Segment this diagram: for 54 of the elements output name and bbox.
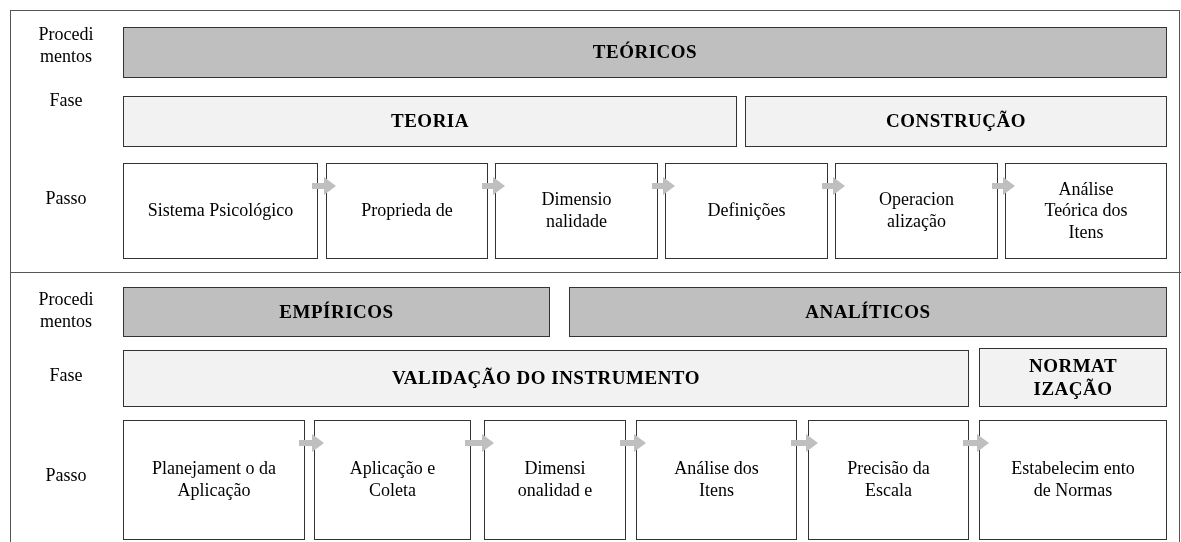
node-text: Aplicação e Coleta: [348, 458, 437, 502]
step-box: [1005, 163, 1167, 259]
step-box: [326, 163, 488, 259]
node-text: Definições: [707, 200, 786, 222]
node-text: EMPÍRICOS: [279, 300, 394, 324]
arrow: [620, 434, 646, 452]
phase-bar: [745, 96, 1167, 147]
node-text: ANALÍTICOS: [805, 300, 931, 324]
arrow: [299, 434, 324, 452]
step-box: [665, 163, 828, 259]
step-box: [636, 420, 797, 540]
node-text: Operacion alização: [878, 189, 955, 233]
phase-bar: [123, 96, 737, 147]
step-box: [808, 420, 969, 540]
row-label: Fase: [48, 90, 84, 112]
node-text: Análise dos Itens: [673, 458, 760, 502]
arrow: [482, 177, 505, 195]
arrow: [992, 177, 1015, 195]
node-text: Análise Teórica dos Itens: [1043, 178, 1129, 244]
arrow: [963, 434, 989, 452]
procedure-bar: [123, 27, 1167, 78]
phase-bar: [123, 350, 969, 407]
procedure-bar: [123, 287, 550, 337]
arrow: [312, 177, 336, 195]
node-text: Sistema Psicológico: [147, 200, 294, 222]
row-label: Procedi mentos: [37, 24, 95, 68]
phase-bar: [979, 348, 1167, 407]
arrow: [465, 434, 494, 452]
row-label: Procedi mentos: [37, 289, 95, 333]
node-text: Estabelecim ento de Normas: [1010, 458, 1136, 502]
row-label: Passo: [44, 188, 88, 210]
arrow: [652, 177, 675, 195]
node-text: TEORIA: [391, 110, 469, 133]
node-text: Planejament o da Aplicação: [151, 458, 277, 502]
node-text: Proprieda de: [361, 200, 453, 222]
step-box: [123, 163, 318, 259]
node-text: Precisão da Escala: [846, 458, 931, 502]
node-text: VALIDAÇÃO DO INSTRUMENTO: [392, 367, 700, 390]
step-box: [495, 163, 658, 259]
step-box: [835, 163, 998, 259]
step-box: [979, 420, 1167, 540]
arrow: [822, 177, 845, 195]
row-label: Fase: [48, 365, 84, 387]
node-text: Dimensio nalidade: [540, 189, 613, 233]
step-box: [484, 420, 626, 540]
node-text: Dimensi onalidad e: [516, 458, 594, 502]
step-box: [123, 420, 305, 540]
node-text: CONSTRUÇÃO: [885, 110, 1027, 133]
arrow: [791, 434, 818, 452]
procedure-bar: [569, 287, 1167, 337]
row-label: Passo: [44, 465, 88, 487]
step-box: [314, 420, 471, 540]
node-text: TEÓRICOS: [592, 41, 698, 64]
node-text: NORMAT IZAÇÃO: [1027, 354, 1119, 401]
